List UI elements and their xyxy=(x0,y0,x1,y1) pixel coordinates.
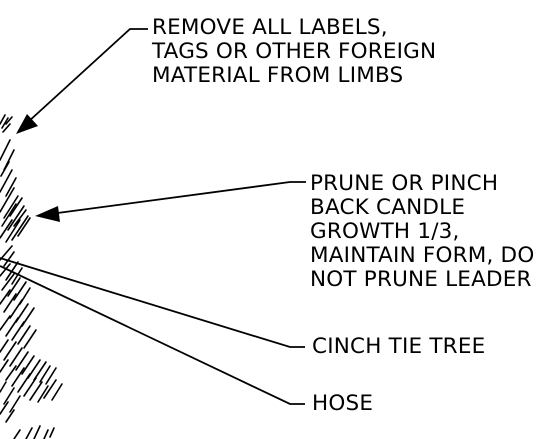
cinch-tie-leader xyxy=(0,257,305,348)
remove-labels-leader xyxy=(27,28,148,123)
hose-leader xyxy=(0,265,305,405)
hose-note: HOSE xyxy=(312,392,373,416)
note-line: PRUNE OR PINCH xyxy=(310,171,499,196)
prune-note: PRUNE OR PINCH BACK CANDLE GROWTH 1/3, M… xyxy=(310,172,534,292)
note-line: GROWTH 1/3, xyxy=(310,219,460,244)
cinch-tie-note: CINCH TIE TREE xyxy=(312,335,485,359)
note-line: CINCH TIE TREE xyxy=(312,334,486,359)
remove-labels-note: REMOVE ALL LABELS, TAGS OR OTHER FOREIGN… xyxy=(152,16,436,88)
note-line: TAGS OR OTHER FOREIGN xyxy=(152,39,437,64)
prune-arrowhead xyxy=(35,206,60,222)
note-line: MAINTAIN FORM, DO xyxy=(310,243,535,268)
note-line: HOSE xyxy=(312,391,374,416)
remove-labels-arrowhead xyxy=(16,114,38,134)
note-line: BACK CANDLE xyxy=(310,195,466,220)
note-line: NOT PRUNE LEADER xyxy=(310,267,532,292)
tree-foliage-hatching xyxy=(0,114,63,439)
prune-leader xyxy=(49,181,306,215)
note-line: MATERIAL FROM LIMBS xyxy=(152,63,404,88)
note-line: REMOVE ALL LABELS, xyxy=(152,15,388,40)
